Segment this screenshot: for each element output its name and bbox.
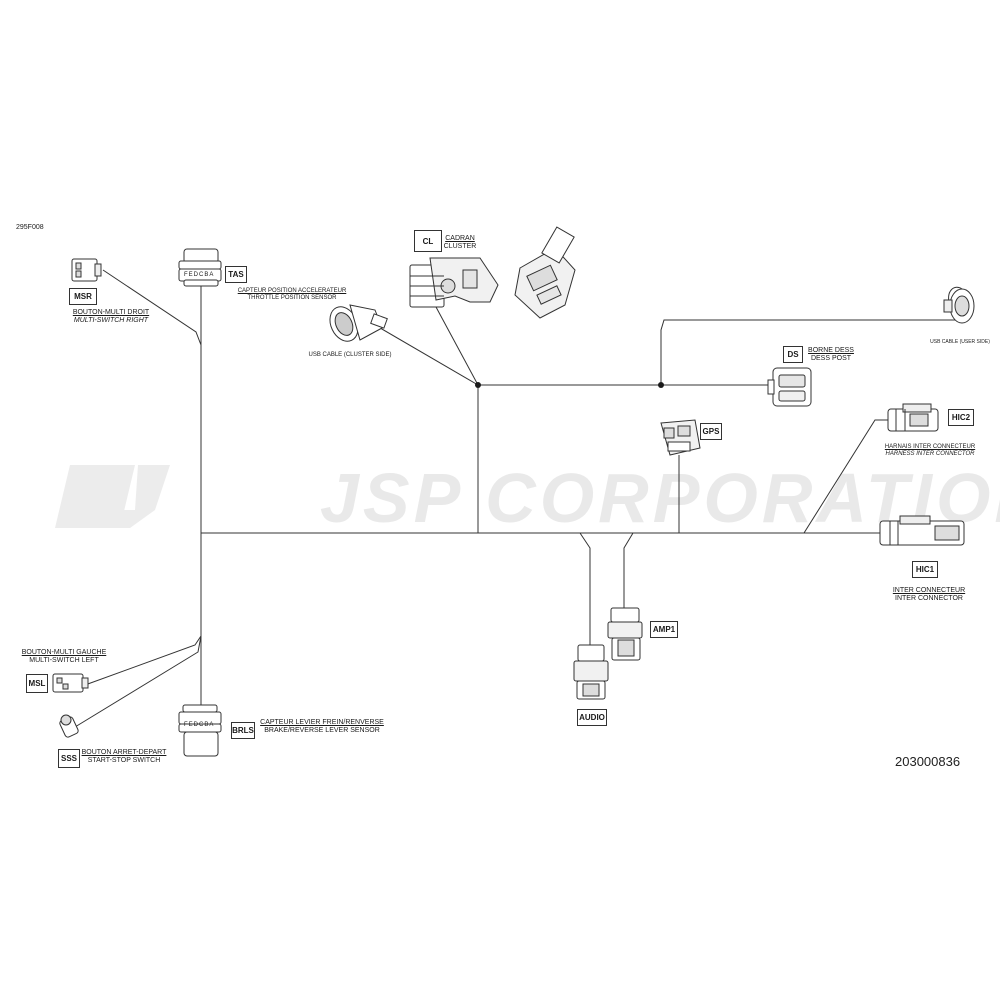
audio-code-box: AUDIO [577,709,607,726]
amp1-connector-icon [607,607,643,661]
ds-code-box: DS [783,346,803,363]
usb-user-label: USB CABLE (USER SIDE) [930,339,990,345]
wire-msr [102,269,202,346]
wire-audio [579,532,591,645]
gps-connector-icon [660,419,701,456]
msl-label-en: MULTI-SWITCH LEFT [29,657,99,664]
sss-label-fr: BOUTON ARRET-DEPART [81,749,167,756]
msr-code-box: MSR [69,288,97,305]
wire-cluster [435,306,479,386]
harness-wires [74,269,959,728]
hic1-label-en: INTER CONNECTOR [895,595,963,602]
diagram-code: 295F008 [16,224,44,231]
brls-connector-icon [178,704,222,757]
msr-label-en: MULTI-SWITCH RIGHT [73,317,149,324]
splice-dot [658,382,664,388]
cluster-connector-icon [409,257,499,308]
splice-dot [475,382,481,388]
hic1-code-box: HIC1 [912,561,938,578]
wire-usb-cluster [374,324,479,386]
hic2-label-fr: HARNAIS INTER CONNECTEUR [884,444,976,450]
watermark-logo-icon [55,465,170,528]
usb-user-connector-icon [943,286,975,324]
splice-dots [475,382,664,388]
msl-label-fr: BOUTON-MULTI GAUCHE [21,649,107,656]
tas-code-box: TAS [225,266,247,283]
usb-cluster-connector-icon [329,304,388,342]
tas-label-fr: CAPTEUR POSITION ACCELERATEUR [237,288,347,294]
cl-label-fr: CADRAN [445,235,475,242]
hic2-code-box: HIC2 [948,409,974,426]
brls-label-fr: CAPTEUR LEVIER FREIN/RENVERSE [260,719,384,726]
tas-label-en: THROTTLE POSITION SENSOR [247,295,337,301]
amp1-code-box: AMP1 [650,621,678,638]
hic2-label-en: HARNESS INTER CONNECTOR [885,451,975,457]
ds-label-fr: BORNE DESS [808,347,854,354]
hic1-label-fr: INTER CONNECTEUR [892,587,966,594]
part-number: 203000836 [895,754,961,769]
sss-code-box: SSS [58,749,80,768]
usb-cluster-label: USB CABLE (CLUSTER SIDE) [308,352,392,358]
sss-switch-icon [59,714,79,738]
hic2-connector-icon [887,403,939,432]
wire-hic2 [803,419,888,534]
msr-connector-icon [71,258,102,282]
ds-connector-icon [767,367,812,407]
audio-connector-icon [573,644,609,700]
brls-code-box: BRLS [231,722,255,739]
hic1-connector-icon [879,515,965,546]
gps-code-box: GPS [700,423,722,440]
msr-label-fr: BOUTON-MULTI DROIT [72,309,150,316]
wire-sss [74,635,202,728]
brls-pin-text: FEDCBA [184,722,215,728]
wire-msl [84,635,202,686]
ds-label-en: DESS POST [810,355,852,362]
msl-connector-icon [52,673,89,693]
sss-label-en: START-STOP SWITCH [87,757,161,764]
tas-pin-text: FEDCBA [184,272,215,278]
brls-label-en: BRAKE/REVERSE LEVER SENSOR [264,727,380,734]
cl-label-en: CLUSTER [443,243,477,250]
tas-connector-icon [178,248,222,290]
wire-amp1 [623,532,634,610]
cl-code-box: CL [414,230,442,252]
msl-code-box: MSL [26,674,48,693]
cluster-mate-connector-icon [514,226,576,319]
